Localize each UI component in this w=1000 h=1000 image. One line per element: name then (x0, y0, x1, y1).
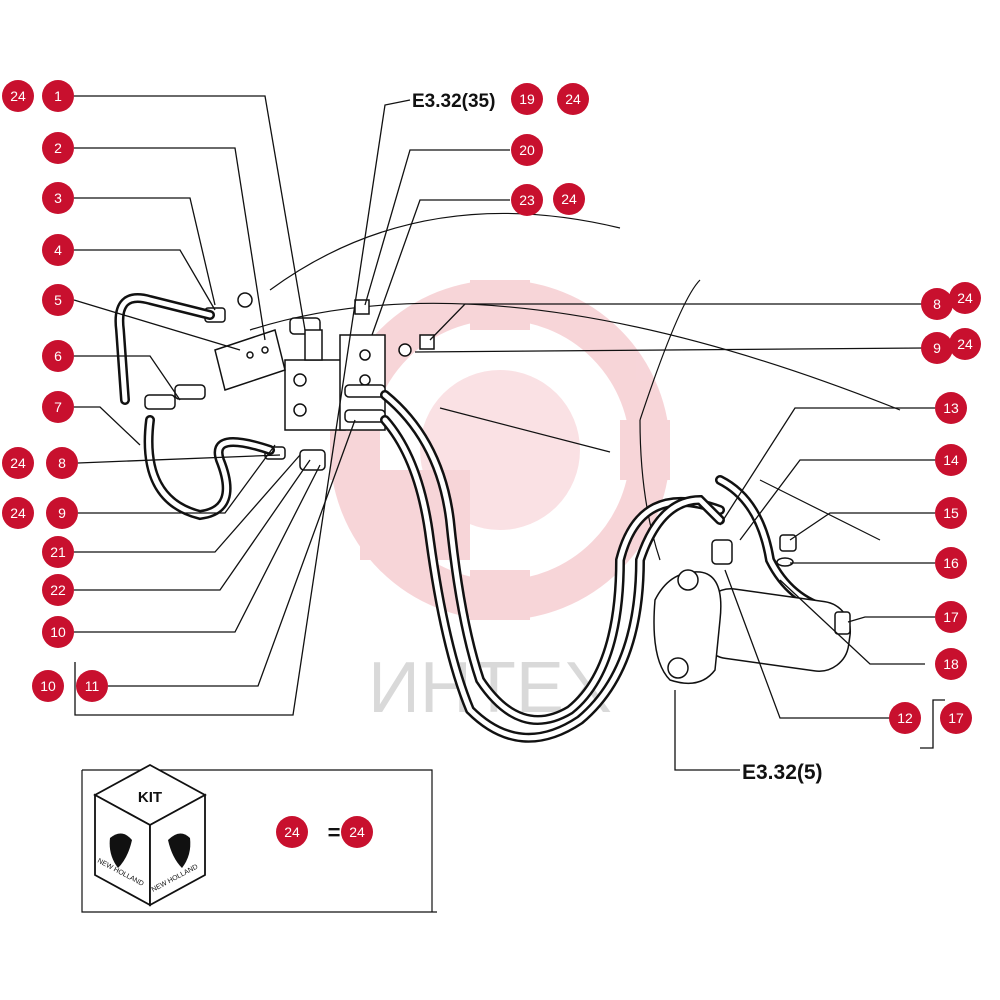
kit-legend: KIT NEW HOLLAND NEW HOLLAND 24 = 24 (81, 763, 437, 913)
callout-badges: 24 1 19 24 2 20 3 23 24 4 5 8 24 6 9 24 … (2, 80, 981, 734)
reference-e3-32-35: E3.32(35) (412, 91, 495, 112)
callout-badge[interactable]: 24 (2, 497, 34, 529)
callout-badge[interactable]: 17 (940, 702, 972, 734)
svg-text:4: 4 (54, 242, 62, 258)
callout-badge[interactable]: 24 (2, 447, 34, 479)
callout-badge[interactable]: 5 (42, 284, 74, 316)
svg-text:15: 15 (943, 505, 959, 521)
callout-badge[interactable]: 8 (46, 447, 78, 479)
callout-badge[interactable]: 7 (42, 391, 74, 423)
callout-badge[interactable]: 1 (42, 80, 74, 112)
svg-text:24: 24 (10, 505, 26, 521)
svg-text:17: 17 (948, 710, 964, 726)
svg-text:24: 24 (957, 290, 973, 306)
callout-badge[interactable]: 9 (921, 332, 953, 364)
callout-badge[interactable]: 19 (511, 83, 543, 115)
callout-badge[interactable]: 20 (511, 134, 543, 166)
callout-badge[interactable]: 2 (42, 132, 74, 164)
kit-legend-badge-left[interactable]: 24 (276, 816, 308, 848)
svg-text:24: 24 (10, 88, 26, 104)
svg-text:22: 22 (50, 582, 66, 598)
callout-badge[interactable]: 24 (2, 80, 34, 112)
svg-text:16: 16 (943, 555, 959, 571)
callout-badge[interactable]: 10 (42, 616, 74, 648)
svg-text:23: 23 (519, 192, 535, 208)
svg-text:18: 18 (943, 656, 959, 672)
callout-badge[interactable]: 4 (42, 234, 74, 266)
svg-text:24: 24 (349, 824, 365, 840)
svg-text:24: 24 (561, 191, 577, 207)
kit-legend-badge-right[interactable]: 24 (341, 816, 373, 848)
mounting-plate (214, 329, 286, 391)
vehicle-body-outline (249, 212, 901, 561)
callout-badge[interactable]: 17 (935, 601, 967, 633)
svg-text:19: 19 (519, 91, 535, 107)
svg-text:13: 13 (943, 400, 959, 416)
svg-text:7: 7 (54, 399, 62, 415)
kit-label: KIT (138, 789, 162, 806)
callout-badge[interactable]: 3 (42, 182, 74, 214)
svg-text:11: 11 (85, 678, 100, 694)
callout-badge[interactable]: 24 (553, 183, 585, 215)
svg-text:12: 12 (897, 710, 913, 726)
callout-badge[interactable]: 14 (935, 444, 967, 476)
svg-text:14: 14 (943, 452, 959, 468)
callout-badge[interactable]: 21 (42, 536, 74, 568)
hydraulic-motor (653, 534, 852, 685)
kit-legend-equals: = (328, 820, 341, 845)
callout-badge[interactable]: 6 (42, 340, 74, 372)
svg-text:24: 24 (565, 91, 581, 107)
svg-text:9: 9 (58, 505, 66, 521)
svg-text:3: 3 (54, 190, 62, 206)
callout-badge[interactable]: 24 (557, 83, 589, 115)
svg-text:24: 24 (957, 336, 973, 352)
callout-badge[interactable]: 13 (935, 392, 967, 424)
callout-badge[interactable]: 15 (935, 497, 967, 529)
reference-e3-32-5: E3.32(5) (742, 761, 823, 784)
callout-badge[interactable]: 8 (921, 288, 953, 320)
callout-badge[interactable]: 16 (935, 547, 967, 579)
svg-text:10: 10 (50, 624, 66, 640)
callout-badge[interactable]: 18 (935, 648, 967, 680)
callout-badge[interactable]: 9 (46, 497, 78, 529)
callout-badge[interactable]: 10 (32, 670, 64, 702)
svg-text:8: 8 (933, 296, 941, 312)
callout-badge[interactable]: 24 (949, 328, 981, 360)
svg-text:24: 24 (284, 824, 300, 840)
svg-text:2: 2 (54, 140, 62, 156)
callout-badge[interactable]: 22 (42, 574, 74, 606)
callout-badge[interactable]: 11 (76, 670, 108, 702)
svg-text:10: 10 (40, 678, 56, 694)
callout-badge[interactable]: 12 (889, 702, 921, 734)
callout-badge[interactable]: 24 (949, 282, 981, 314)
callout-badge[interactable]: 23 (511, 184, 543, 216)
svg-text:21: 21 (50, 544, 66, 560)
leader-lines (73, 95, 945, 771)
kit-cube-icon (93, 763, 207, 907)
svg-text:20: 20 (519, 142, 535, 158)
svg-text:9: 9 (933, 340, 941, 356)
svg-text:8: 8 (58, 455, 66, 471)
svg-text:5: 5 (54, 292, 62, 308)
svg-text:17: 17 (943, 609, 959, 625)
svg-text:6: 6 (54, 348, 62, 364)
svg-text:1: 1 (54, 88, 62, 104)
svg-text:24: 24 (10, 455, 26, 471)
